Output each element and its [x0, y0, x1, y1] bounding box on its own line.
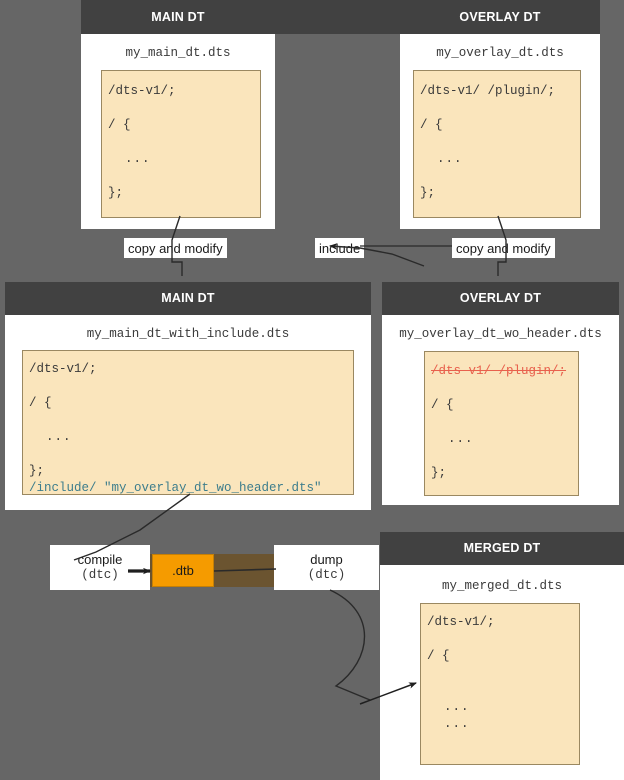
- panel-title-merged-dt: MERGED DT: [463, 541, 541, 556]
- code-line: [427, 684, 579, 701]
- code-line: [29, 448, 353, 465]
- code-line: /dts-v1/ /plugin/;: [420, 84, 556, 98]
- edge-label-text: copy and modify: [456, 240, 551, 256]
- code-line: [108, 136, 260, 153]
- code-line: [427, 633, 579, 650]
- code-line-ellipsis: ...: [427, 717, 470, 731]
- compile-tool-text: (dtc): [81, 567, 119, 582]
- panel-title-overlay-dt-mid: OVERLAY DT: [459, 291, 542, 306]
- code-line: [427, 752, 579, 764]
- code-line: };: [431, 466, 447, 480]
- dtb-artifact-box[interactable]: .dtb: [152, 554, 214, 587]
- code-line-ellipsis: ...: [431, 432, 474, 446]
- code-line: ...: [427, 718, 579, 735]
- dump-step-box: dump (dtc): [274, 545, 379, 590]
- panel-title-overlay-dt-top: OVERLAY DT: [459, 9, 541, 24]
- code-line: /dts-v1/;: [108, 84, 176, 98]
- dump-step-label: dump (dtc): [307, 551, 346, 582]
- code-line: [431, 382, 578, 399]
- code-line: [420, 102, 580, 119]
- code-line: [29, 380, 353, 397]
- code-line: / {: [29, 396, 52, 410]
- code-line: [108, 102, 260, 119]
- code-block-merged-dt: /dts-v1/; / { ... ... };: [420, 603, 580, 765]
- dump-action-text: dump: [310, 551, 343, 567]
- filename-my-merged-dt-dts: my_merged_dt.dts: [441, 579, 563, 593]
- connector-dump-to-merged: [329, 589, 371, 701]
- code-line: [427, 735, 579, 752]
- dtb-artifact-label: .dtb: [172, 563, 194, 578]
- card-main-dt-top: my_main_dt.dts /dts-v1/; / { ... };: [81, 34, 275, 229]
- code-block-main-dt-top: /dts-v1/; / { ... };: [101, 70, 261, 218]
- code-line: / {: [420, 118, 443, 132]
- code-line: ...: [108, 153, 260, 170]
- edge-label-copy-modify-right: copy and modify: [452, 238, 555, 258]
- panel-header-band-top: MAIN DT OVERLAY DT: [81, 0, 600, 34]
- edge-label-text: include: [319, 240, 361, 256]
- code-line: ...: [431, 433, 578, 450]
- code-line: /include/ "my_overlay_dt_wo_header.dts": [29, 481, 353, 495]
- code-line: [29, 414, 353, 431]
- panel-mid-overlay-dt: OVERLAY DT my_overlay_dt_wo_header.dts /…: [382, 282, 619, 505]
- panel-title-main-dt-top: MAIN DT: [151, 9, 205, 24]
- filename-my-main-dt-dts: my_main_dt.dts: [125, 46, 231, 60]
- panel-mid-main-dt: MAIN DT my_main_dt_with_include.dts /dts…: [5, 282, 371, 510]
- code-line: [108, 170, 260, 187]
- code-line: / {: [427, 649, 450, 663]
- card-mid-overlay-dt: my_overlay_dt_wo_header.dts /dts-v1/ /pl…: [382, 315, 619, 505]
- panel-merged-dt: MERGED DT my_merged_dt.dts /dts-v1/; / {…: [380, 532, 624, 780]
- compile-action-text: compile: [77, 551, 123, 567]
- code-line: /dts-v1/;: [29, 362, 97, 376]
- panel-top-row: MAIN DT OVERLAY DT my_main_dt.dts /dts-v…: [81, 0, 600, 229]
- code-line: [427, 667, 579, 684]
- compile-step-box: compile (dtc): [50, 545, 150, 590]
- code-line: ...: [29, 431, 353, 448]
- code-line-strikethrough: /dts-v1/ /plugin/;: [431, 364, 567, 378]
- edge-label-text: copy and modify: [128, 240, 223, 256]
- code-line: [420, 136, 580, 153]
- code-line-ellipsis: ...: [29, 430, 72, 444]
- panel-header-mid-overlay: OVERLAY DT: [382, 282, 619, 315]
- card-merged-dt: my_merged_dt.dts /dts-v1/; / { ... ... }…: [380, 565, 624, 780]
- code-line-ellipsis: ...: [420, 152, 463, 166]
- code-line: [431, 450, 578, 467]
- code-line: / {: [431, 398, 454, 412]
- edge-label-copy-modify-left: copy and modify: [124, 238, 227, 258]
- panel-header-mid-main: MAIN DT: [5, 282, 371, 315]
- code-line: [431, 416, 578, 433]
- code-line-ellipsis: ...: [108, 152, 151, 166]
- code-block-mid-main-dt: /dts-v1/; / { ... }; /include/ "my_overla…: [22, 350, 354, 495]
- code-line: ...: [427, 701, 579, 718]
- code-line: /dts-v1/ /plugin/;: [431, 365, 578, 382]
- code-line: ...: [420, 153, 580, 170]
- code-block-mid-overlay-dt: /dts-v1/ /plugin/; / { ... };: [424, 351, 579, 496]
- compile-step-label: compile (dtc): [77, 551, 123, 582]
- card-mid-main-dt: my_main_dt_with_include.dts /dts-v1/; / …: [5, 315, 371, 510]
- code-block-overlay-dt-top: /dts-v1/ /plugin/; / { ... };: [413, 70, 581, 218]
- card-overlay-dt-top: my_overlay_dt.dts /dts-v1/ /plugin/; / {…: [400, 34, 600, 229]
- code-line: };: [420, 186, 436, 200]
- filename-my-main-dt-with-include-dts: my_main_dt_with_include.dts: [86, 327, 290, 341]
- code-line-include: /include/ "my_overlay_dt_wo_header.dts": [29, 481, 322, 495]
- filename-my-overlay-dt-wo-header-dts: my_overlay_dt_wo_header.dts: [399, 327, 602, 341]
- panel-header-merged: MERGED DT: [380, 532, 624, 565]
- code-line-ellipsis: ...: [427, 700, 470, 714]
- code-line: [420, 170, 580, 187]
- code-line: };: [108, 186, 124, 200]
- filename-my-overlay-dt-dts: my_overlay_dt.dts: [436, 46, 564, 60]
- code-line: /dts-v1/;: [427, 615, 495, 629]
- edge-label-include: include: [315, 238, 365, 258]
- code-line: };: [29, 464, 45, 478]
- dump-tool-text: (dtc): [307, 567, 346, 582]
- code-line: / {: [108, 118, 131, 132]
- panel-title-main-dt-mid: MAIN DT: [161, 291, 215, 306]
